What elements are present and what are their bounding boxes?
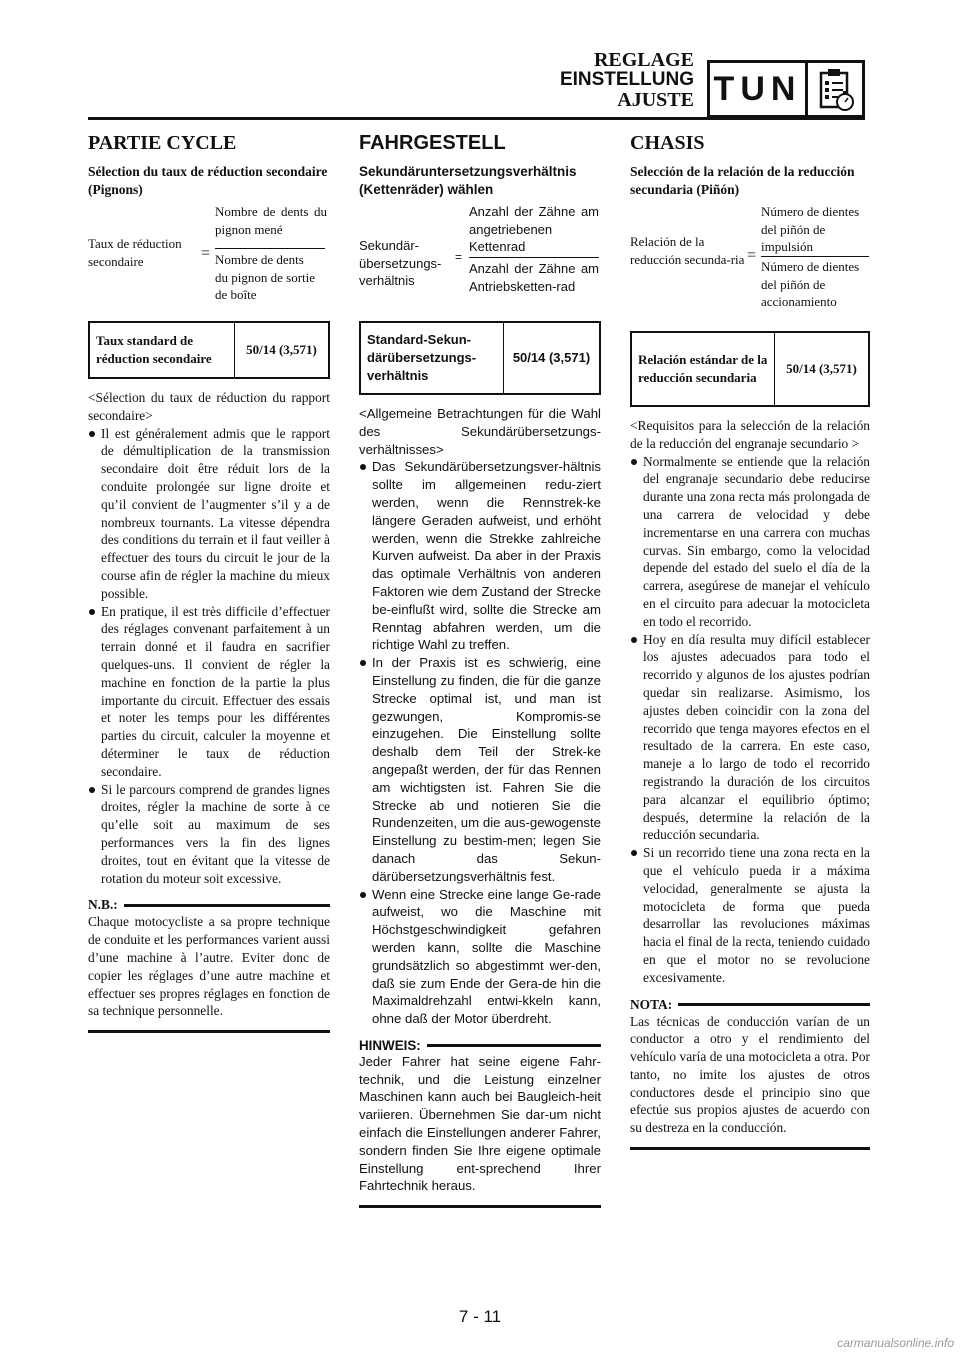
bullet-icon	[631, 636, 637, 643]
intro-text: <Allgemeine Betrachtungen für die Wahl d…	[359, 406, 601, 457]
clipboard-stopwatch-icon	[808, 63, 862, 115]
header-titles: REGLAGE EINSTELLUNG AJUSTE	[560, 50, 694, 110]
standard-ratio-label: Standard-Sekun-därübersetzungs-verhältni…	[359, 321, 504, 395]
formula-fraction-bar	[215, 248, 325, 249]
intro-text: <Sélection du taux de réduction du rappo…	[88, 390, 330, 423]
formula-denominator: Nombre de dents du pignon de sortie de b…	[215, 252, 316, 302]
ratio-formula: Relación de la reducción secunda-ria = N…	[630, 203, 870, 323]
standard-ratio-table: Taux standard de réduction secondaire 50…	[88, 321, 330, 379]
note-label: NOTA:	[630, 996, 673, 1012]
bullet-list: Normalmente se entiende que la relación …	[630, 453, 870, 987]
formula-label: Sekundär-übersetzungs-verhältnis	[359, 238, 442, 288]
note-text: Jeder Fahrer hat seine eigene Fahr-techn…	[359, 1053, 601, 1194]
note-end-rule	[359, 1205, 601, 1209]
standard-ratio-value: 50/14 (3,571)	[774, 331, 870, 407]
standard-ratio-label: Taux standard de réduction secondaire	[88, 321, 235, 379]
list-item: Hoy en día resulta muy difícil establece…	[630, 631, 870, 845]
formula-numerator: Anzahl der Zähne am angetriebenen Ketten…	[469, 204, 599, 254]
list-item: Normalmente se entiende que la relación …	[630, 453, 870, 631]
note-rule	[426, 1043, 601, 1047]
list-item: Il est généralement admis que le rapport…	[88, 425, 330, 603]
note-header: N.B.:	[88, 897, 330, 913]
list-item: Wenn eine Strecke eine lange Ge-rade auf…	[359, 886, 601, 1028]
bullet-icon	[89, 786, 95, 793]
section-title: PARTIE CYCLE	[88, 132, 237, 154]
bullet-icon	[631, 850, 637, 857]
bullet-icon	[360, 660, 366, 667]
note-text: Las técnicas de conducción varían de un …	[630, 1013, 870, 1136]
standard-ratio-table: Relación estándar de la reducción secund…	[630, 331, 870, 407]
formula-equals: =	[747, 247, 757, 264]
column-french: PARTIE CYCLE Sélection du taux de réduct…	[88, 130, 330, 1034]
bullet-icon	[360, 464, 366, 471]
section-code: TUN	[710, 63, 808, 115]
note-rule	[123, 903, 330, 907]
bullet-list: Il est généralement admis que le rapport…	[88, 425, 330, 888]
list-item: Si le parcours comprend de grandes ligne…	[88, 781, 330, 888]
column-spanish: CHASIS Selección de la relación de la re…	[630, 130, 870, 1151]
standard-ratio-value: 50/14 (3,571)	[503, 321, 601, 395]
bullet-icon	[89, 608, 95, 615]
sub-title: Selección de la relación de la reducción…	[630, 164, 855, 197]
sub-title: Sélection du taux de réduction secondair…	[88, 164, 328, 197]
watermark: carmanualsonline.info	[837, 1336, 954, 1350]
formula-equals: =	[455, 250, 463, 264]
column-german: FAHRGESTELL Sekundäruntersetzungsverhält…	[359, 130, 601, 1209]
list-item: In der Praxis ist es schwierig, eine Ein…	[359, 654, 601, 885]
note-end-rule	[630, 1147, 870, 1151]
header-title-fr: REGLAGE	[593, 49, 694, 71]
section-code-box: TUN	[707, 60, 865, 118]
page-number: 7 - 11	[458, 1307, 502, 1326]
bullet-icon	[89, 430, 95, 437]
formula-fraction-bar	[761, 256, 869, 257]
formula-denominator: Anzahl der Zähne am Antriebsketten-rad	[469, 261, 599, 294]
list-item: En pratique, il est très difficile d’eff…	[88, 603, 330, 781]
note-label: N.B.:	[88, 897, 118, 913]
header-title-es: AJUSTE	[617, 89, 694, 111]
formula-equals: =	[201, 245, 211, 262]
list-item: Das Sekundärübersetzungsver-hältnis soll…	[359, 458, 601, 654]
ratio-formula: Taux de réduction secondaire = Nombre de…	[88, 203, 330, 313]
formula-label: Taux de réduction secondaire	[88, 236, 182, 269]
note-header: NOTA:	[630, 997, 870, 1013]
note-header: HINWEIS:	[359, 1038, 601, 1053]
list-item: Si un recorrido tiene una zona recta en …	[630, 844, 870, 986]
ratio-formula: Sekundär-übersetzungs-verhältnis = Anzah…	[359, 203, 601, 315]
formula-fraction-bar	[469, 257, 599, 258]
header-rule	[88, 117, 865, 120]
note-label: HINWEIS:	[359, 1037, 421, 1053]
header-title-de: EINSTELLUNG	[559, 69, 694, 90]
intro-text: <Requisitos para la selección de la rela…	[630, 418, 870, 451]
standard-ratio-value: 50/14 (3,571)	[234, 321, 330, 379]
bullet-list: Das Sekundärübersetzungsver-hältnis soll…	[359, 458, 601, 1028]
formula-numerator: Número de dientes del piñón de impulsión	[761, 204, 860, 254]
bullet-icon	[360, 891, 366, 898]
note-text: Chaque motocycliste a sa propre techniqu…	[88, 914, 330, 1019]
standard-ratio-label: Relación estándar de la reducción secund…	[630, 331, 775, 407]
standard-ratio-table: Standard-Sekun-därübersetzungs-verhältni…	[359, 321, 601, 395]
note-end-rule	[88, 1030, 330, 1034]
section-title: CHASIS	[630, 132, 705, 154]
section-title: FAHRGESTELL	[359, 132, 506, 154]
sub-title: Sekundäruntersetzungsverhältnis (Kettenr…	[359, 164, 577, 197]
formula-numerator: Nombre de dents du pignon mené	[215, 204, 327, 237]
bullet-icon	[631, 458, 637, 465]
note-rule	[678, 1003, 870, 1006]
formula-denominator: Número de dientes del piñón de accionami…	[761, 259, 860, 309]
formula-label: Relación de la reducción secunda-ria	[630, 234, 745, 267]
